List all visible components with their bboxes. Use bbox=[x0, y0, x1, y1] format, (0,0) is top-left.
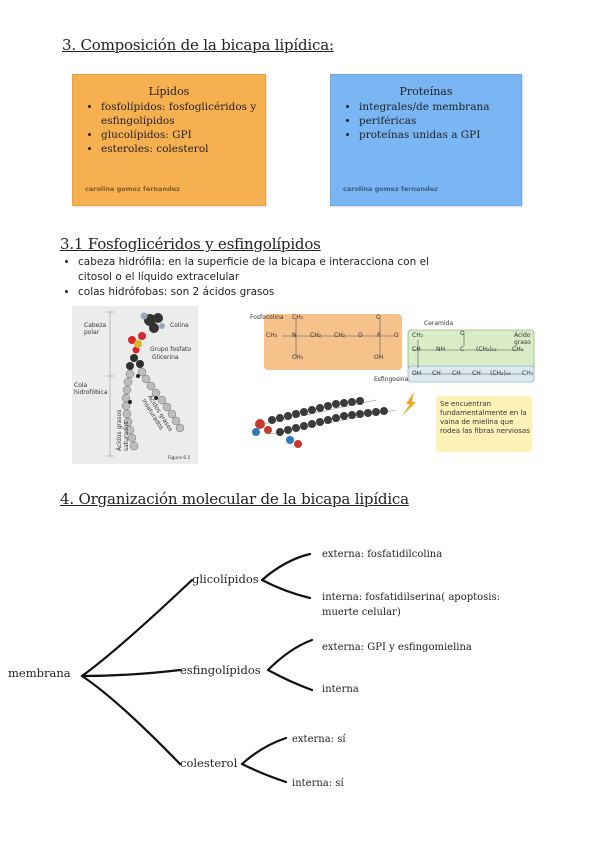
tree-leaf-externa: externa: sí bbox=[292, 734, 346, 745]
tree-leaf-interna: interna: sí bbox=[292, 778, 344, 789]
bullet-item: colas hidrófobas: son 2 ácidos grasos bbox=[78, 285, 464, 300]
author-label: carolina gomez fernandez bbox=[343, 185, 438, 193]
tree-leaf-interna: interna: fosfatidilserina( apoptosis: mu… bbox=[322, 592, 501, 618]
label-sphingosine: Esfingosina bbox=[374, 376, 409, 383]
formula-token: CH₂ bbox=[412, 332, 424, 339]
section-4-heading: 4. Organización molecular de la bicapa l… bbox=[60, 490, 409, 508]
formula-token: CH₂ bbox=[310, 332, 322, 339]
formula-token: CH bbox=[412, 346, 421, 353]
formula-token: CH₃ bbox=[512, 346, 524, 353]
figure-label-head: Cabeza polar bbox=[84, 322, 107, 336]
formula-token: O bbox=[376, 314, 381, 321]
label-phosphocholine: Fosfocolina bbox=[250, 314, 284, 321]
lipids-item: fosfolípidos: fosfoglicéridos y esfingol… bbox=[101, 100, 265, 128]
formula-token: O bbox=[358, 332, 363, 339]
membrane-tree-brackets bbox=[80, 552, 314, 784]
section-3-1-bullets: cabeza hidrófila: en la superficie de la… bbox=[64, 255, 464, 300]
sphingomyelin-structure bbox=[252, 314, 535, 452]
proteins-list: integrales/de membrana periféricas prote… bbox=[331, 100, 521, 142]
author-label: carolina gomez fernandez bbox=[85, 185, 180, 193]
formula-token: CH bbox=[432, 370, 441, 377]
formula-token: N bbox=[292, 332, 297, 339]
formula-token: CH₃ bbox=[522, 370, 534, 377]
figure-label-phosphate: Grupo fosfato bbox=[150, 346, 192, 353]
section-3-heading: 3. Composición de la bicapa lipídica: bbox=[62, 36, 334, 54]
lipids-list: fosfolípidos: fosfoglicéridos y esfingol… bbox=[73, 100, 265, 156]
figure-label-saturated: Ácidos grasos saturados bbox=[116, 409, 130, 451]
formula-token: NH bbox=[436, 346, 445, 353]
proteins-item: periféricas bbox=[359, 114, 521, 128]
section-3-1-heading: 3.1 Fosfoglicéridos y esfingolípidos bbox=[60, 235, 321, 253]
label-fatty-acid: Ácido graso bbox=[514, 332, 531, 346]
tree-branch-esfingolipidos: esfingolípidos bbox=[180, 663, 261, 677]
lipids-box: Lípidos fosfolípidos: fosfoglicéridos y … bbox=[72, 74, 266, 206]
sphingomyelin-figure: Fosfocolina Ceramida Ácido graso Esfingo… bbox=[246, 312, 536, 462]
figure-label-tail: Cola hidrofóbica bbox=[74, 382, 108, 396]
lipids-box-title: Lípidos bbox=[148, 85, 190, 98]
figure-label-choline: Colina bbox=[170, 322, 189, 329]
lipids-item: glucolípidos: GPI bbox=[101, 128, 265, 142]
phospholipid-model-figure: Cabeza polar Colina Grupo fosfato Glicer… bbox=[72, 306, 198, 464]
lipids-item: esteroles: colesterol bbox=[101, 142, 265, 156]
formula-token: O bbox=[394, 332, 399, 339]
proteins-box: Proteínas integrales/de membrana perifér… bbox=[330, 74, 522, 206]
tree-branch-colesterol: colesterol bbox=[180, 756, 238, 770]
formula-token: CH₂ bbox=[334, 332, 346, 339]
formula-token: CH₃ bbox=[292, 354, 304, 361]
formula-token: OH bbox=[412, 370, 422, 377]
formula-token: CH₃ bbox=[292, 314, 304, 321]
tree-root-membrana: membrana bbox=[8, 666, 71, 680]
formula-token: (CH₂)₁₆ bbox=[490, 370, 511, 377]
figure-label-glycerol: Glicerina bbox=[152, 354, 179, 361]
phospholipid-model-illustration bbox=[72, 306, 198, 464]
formula-token: OH bbox=[374, 354, 384, 361]
proteins-item: proteínas unidas a GPI bbox=[359, 128, 521, 142]
proteins-box-title: Proteínas bbox=[399, 85, 453, 98]
tree-leaf-externa: externa: fosfatidilcolina bbox=[322, 549, 443, 560]
figure-label-caption: Figura 6.5 bbox=[168, 456, 191, 461]
formula-token: CH bbox=[452, 370, 461, 377]
tree-branch-glicolipidos: glicolípidos bbox=[192, 572, 259, 586]
formula-token: CH bbox=[472, 370, 481, 377]
formula-token: C bbox=[460, 346, 465, 353]
formula-token: (CH₂)₁₂ bbox=[476, 346, 497, 353]
myelin-note: Se encuentran fundamentalmente en la vai… bbox=[440, 400, 530, 435]
bullet-item: cabeza hidrófila: en la superficie de la… bbox=[78, 255, 464, 285]
formula-token: P bbox=[377, 332, 381, 339]
label-ceramide: Ceramida bbox=[424, 320, 454, 327]
tree-leaf-interna: interna bbox=[322, 684, 359, 695]
formula-token: O bbox=[460, 330, 465, 337]
formula-token: CH₃ bbox=[266, 332, 278, 339]
tree-leaf-externa: externa: GPI y esfingomielina bbox=[322, 642, 472, 653]
proteins-item: integrales/de membrana bbox=[359, 100, 521, 114]
